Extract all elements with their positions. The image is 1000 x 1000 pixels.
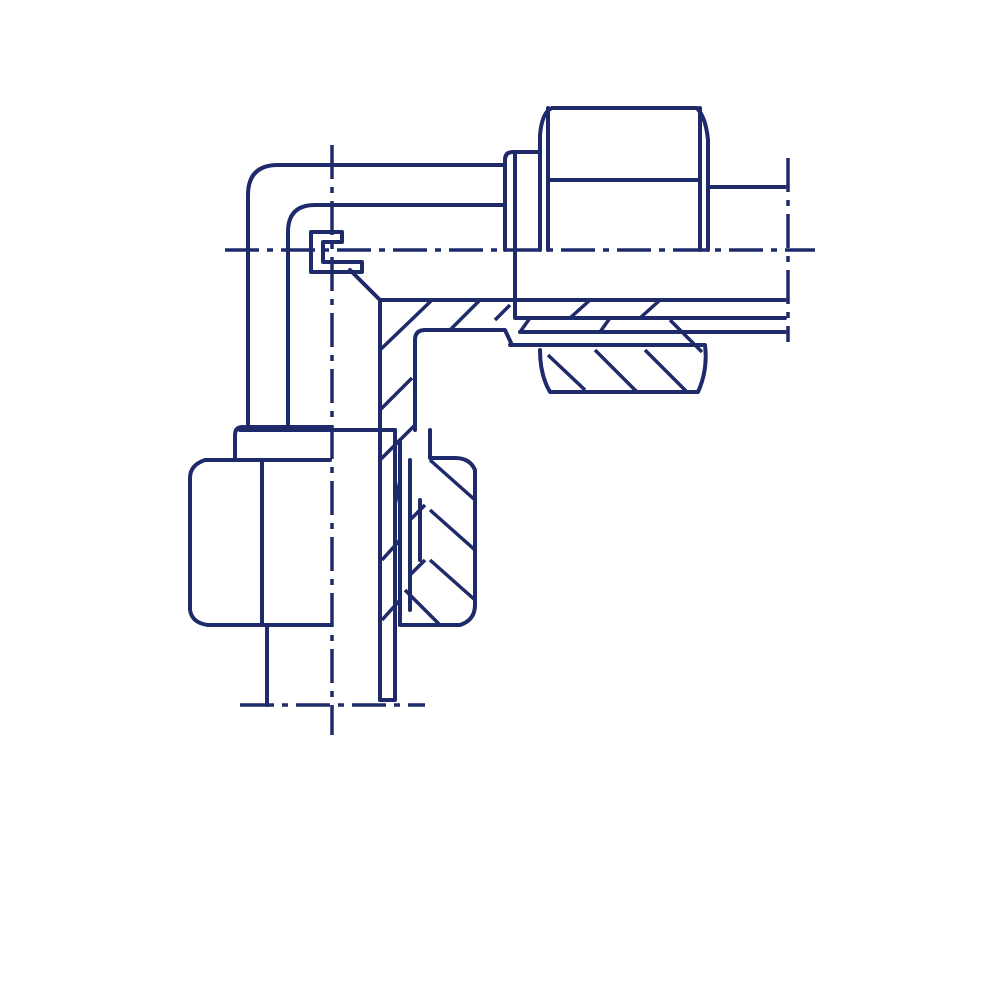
bottom-tube-section	[378, 428, 397, 702]
bottom-left-connection	[188, 425, 477, 707]
elbow-body-section	[348, 268, 514, 702]
top-right-connection	[378, 106, 787, 394]
marking-symbol	[309, 230, 364, 274]
bottom-nut-hatching	[380, 458, 477, 627]
top-nut-section	[508, 343, 708, 394]
elbow-body-exterior	[246, 163, 507, 430]
body-section-outline	[348, 268, 514, 702]
top-collar	[503, 150, 542, 252]
bottom-nut-hex	[188, 458, 332, 627]
bottom-collar	[233, 425, 397, 462]
body-hatching	[378, 298, 512, 462]
top-nut-hatching	[518, 298, 704, 394]
elbow-inner-contour	[286, 203, 507, 430]
top-nut-hex	[538, 106, 710, 252]
elbow-outer-contour	[246, 163, 507, 430]
right-tube-section	[378, 248, 787, 334]
